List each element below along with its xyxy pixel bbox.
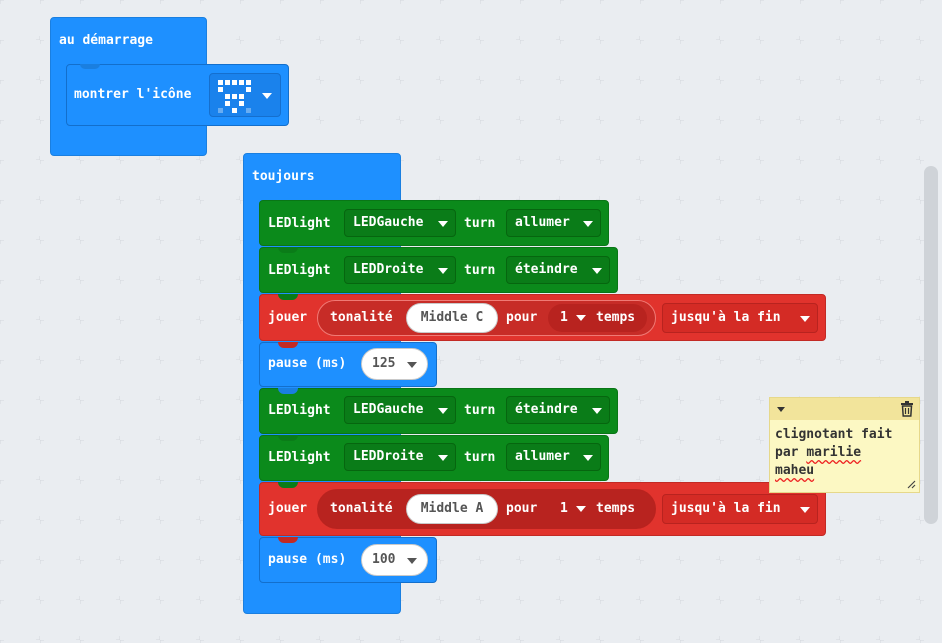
play-mode-dropdown[interactable]: jusqu'à la fin [662, 494, 818, 524]
led-state-value: éteindre [515, 262, 578, 277]
block-notch [278, 247, 298, 253]
note-field[interactable]: Middle A [406, 494, 498, 524]
icon-picker[interactable] [209, 73, 281, 117]
comment-line: clignotant fait [775, 427, 893, 442]
beats-unit: temps [596, 310, 636, 325]
pause-value-field[interactable]: 100 [361, 544, 428, 576]
play-mode-value: jusqu'à la fin [671, 501, 781, 516]
led-state-value: allumer [515, 215, 570, 230]
led-keyword: LEDlight [268, 403, 331, 418]
block-notch [278, 294, 298, 300]
chevron-down-icon [407, 558, 417, 564]
chevron-down-icon [438, 221, 448, 227]
led-state-dropdown[interactable]: allumer [506, 209, 601, 237]
comment-line-misspelled: maheu [775, 463, 815, 478]
chevron-down-icon [407, 362, 417, 368]
tone-label: tonalité [330, 501, 393, 516]
beats-dropdown[interactable] [548, 304, 647, 332]
pause-value: 100 [372, 552, 396, 567]
pause-label: pause (ms) [268, 552, 347, 567]
led-target-value: LEDDroite [353, 449, 424, 464]
led-keyword: LEDlight [268, 263, 331, 278]
led-target-value: LEDDroite [353, 262, 424, 277]
play-mode-value: jusqu'à la fin [671, 310, 781, 325]
led-target-dropdown[interactable]: LEDDroite [344, 256, 456, 284]
pause-label: pause (ms) [268, 356, 347, 371]
for-label: pour [506, 501, 538, 516]
chevron-down-icon[interactable] [777, 407, 785, 412]
led-state-dropdown[interactable]: éteindre [506, 256, 610, 284]
block-notch [278, 342, 298, 348]
note-field[interactable]: Middle C [406, 303, 498, 333]
chevron-down-icon [800, 316, 810, 322]
comment-line: par marilie [775, 444, 892, 462]
led-state-dropdown[interactable]: éteindre [506, 396, 610, 424]
chevron-down-icon [438, 268, 448, 274]
pause-value: 125 [372, 356, 396, 371]
led-state-value: allumer [515, 449, 570, 464]
block-notch [278, 537, 298, 543]
for-label: pour [506, 310, 538, 325]
block-notch [278, 435, 298, 441]
vertical-scrollbar[interactable] [924, 166, 938, 524]
chevron-down-icon [262, 93, 272, 99]
chevron-down-icon [438, 408, 448, 414]
led-verb: turn [464, 216, 496, 231]
block-notch [80, 64, 100, 69]
beats-value[interactable]: 1 [560, 310, 568, 325]
chevron-down-icon [576, 315, 586, 321]
led-target-dropdown[interactable]: LEDGauche [344, 209, 456, 237]
block-notch [278, 482, 298, 488]
chevron-down-icon [583, 455, 593, 461]
chevron-down-icon [592, 268, 602, 274]
led-verb: turn [464, 403, 496, 418]
led-target-value: LEDGauche [353, 402, 424, 417]
trash-icon[interactable] [900, 401, 914, 417]
note-value: Middle A [420, 501, 484, 516]
block-notch [278, 388, 298, 394]
chevron-down-icon [592, 408, 602, 414]
comment-text[interactable]: clignotant fait par marilie maheu [775, 426, 892, 480]
led-target-value: LEDGauche [353, 215, 424, 230]
note-value: Middle C [420, 310, 484, 325]
led-verb: turn [464, 450, 496, 465]
led-target-dropdown[interactable]: LEDGauche [344, 396, 456, 424]
led-state-dropdown[interactable]: allumer [506, 443, 601, 471]
led-keyword: LEDlight [268, 216, 331, 231]
chevron-down-icon [438, 455, 448, 461]
play-keyword: jouer [268, 501, 308, 516]
beats-value[interactable]: 1 [560, 501, 568, 516]
chevron-down-icon [583, 221, 593, 227]
beats-unit: temps [596, 501, 636, 516]
comment-header[interactable] [770, 398, 919, 420]
play-mode-dropdown[interactable]: jusqu'à la fin [662, 303, 818, 333]
comment-word: par [775, 445, 807, 460]
led-state-value: éteindre [515, 402, 578, 417]
forever-block-rail [243, 190, 259, 588]
forever-label: toujours [252, 169, 315, 184]
on-start-label: au démarrage [59, 33, 153, 48]
comment-note[interactable]: clignotant fait par marilie maheu [769, 397, 920, 493]
tone-label: tonalité [330, 310, 393, 325]
resize-handle-icon[interactable] [907, 480, 916, 489]
chevron-down-icon [800, 507, 810, 513]
chevron-down-icon [576, 506, 586, 512]
show-icon-label: montrer l'icône [74, 87, 192, 102]
comment-word-misspelled: marilie [806, 445, 862, 460]
pause-value-field[interactable]: 125 [361, 348, 428, 380]
icon-pattern-icon [218, 80, 251, 113]
play-keyword: jouer [268, 310, 308, 325]
led-keyword: LEDlight [268, 450, 331, 465]
led-verb: turn [464, 263, 496, 278]
led-target-dropdown[interactable]: LEDDroite [344, 443, 456, 471]
